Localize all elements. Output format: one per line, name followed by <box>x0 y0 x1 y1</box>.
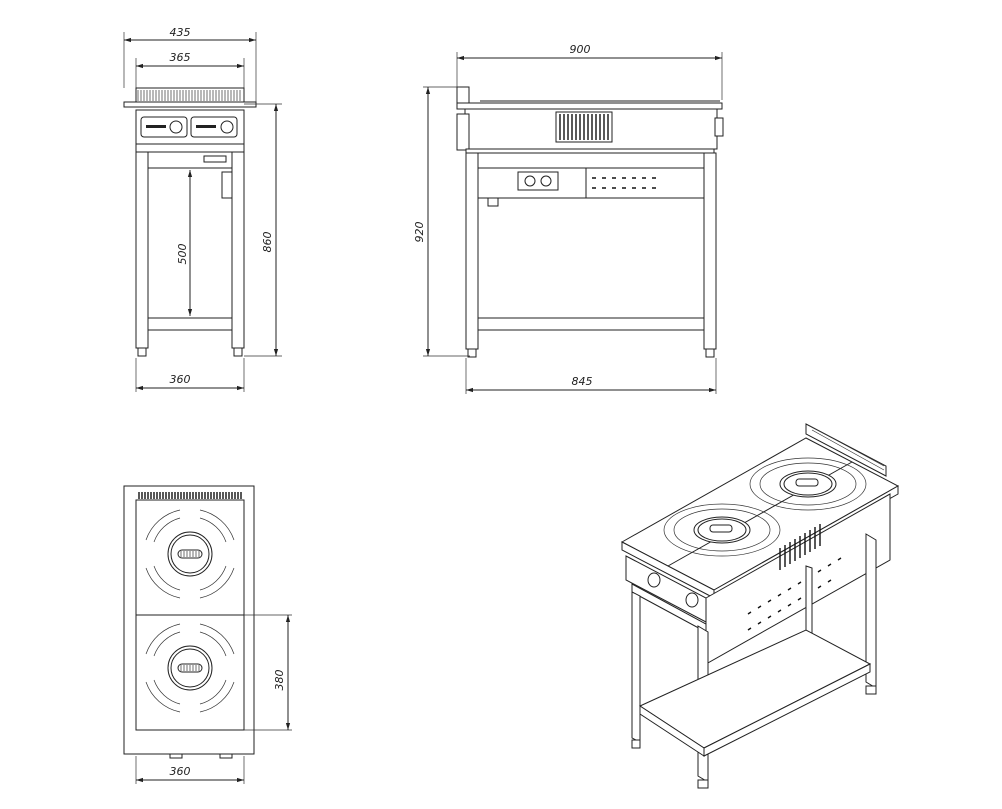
dim-top-view-width: 360 <box>135 756 245 784</box>
iso-hob-zone-front <box>663 503 781 557</box>
iso-hob-zone-back <box>749 457 867 511</box>
knob-left-icon <box>169 120 183 134</box>
dim-label-380: 380 <box>273 670 286 691</box>
dim-top-length: 900 <box>456 43 723 100</box>
dim-overall-width: 435 <box>123 26 257 105</box>
dim-label-860: 860 <box>261 232 274 253</box>
top-view: 380 360 <box>123 485 292 784</box>
dim-base-length: 845 <box>465 358 717 394</box>
apron-vents <box>592 177 656 189</box>
dim-total-height: 860 <box>244 103 282 357</box>
socket-right-icon <box>540 175 552 187</box>
dim-label-900: 900 <box>570 43 591 56</box>
knob-right-icon <box>220 120 234 134</box>
dim-label-500: 500 <box>176 244 189 265</box>
dim-leg-height: 500 <box>176 170 193 316</box>
backsplash-hatching <box>137 90 241 101</box>
top-grille <box>138 492 242 499</box>
dim-base-width: 360 <box>135 358 245 392</box>
dim-label-920: 920 <box>413 222 426 243</box>
dim-zone-depth: 380 <box>244 614 292 731</box>
front-view: 435 365 <box>123 26 282 392</box>
dim-label-360-top: 360 <box>170 765 191 778</box>
iso-knob-left-icon <box>647 572 661 588</box>
hob-zone-top <box>145 509 235 599</box>
vent-grille <box>555 111 613 143</box>
socket-left-icon <box>524 175 536 187</box>
dim-label-845: 845 <box>572 375 593 388</box>
iso-vent-grille <box>779 524 821 570</box>
side-view: 900 920 <box>413 43 724 394</box>
dim-top-width: 365 <box>135 51 245 90</box>
isometric-view <box>620 423 900 789</box>
dim-label-360-front: 360 <box>170 373 191 386</box>
dim-label-435: 435 <box>170 26 191 39</box>
dim-side-height: 920 <box>413 86 470 357</box>
hob-zone-bottom <box>145 623 235 713</box>
iso-knob-right-icon <box>685 592 699 608</box>
dim-label-365: 365 <box>170 51 191 64</box>
